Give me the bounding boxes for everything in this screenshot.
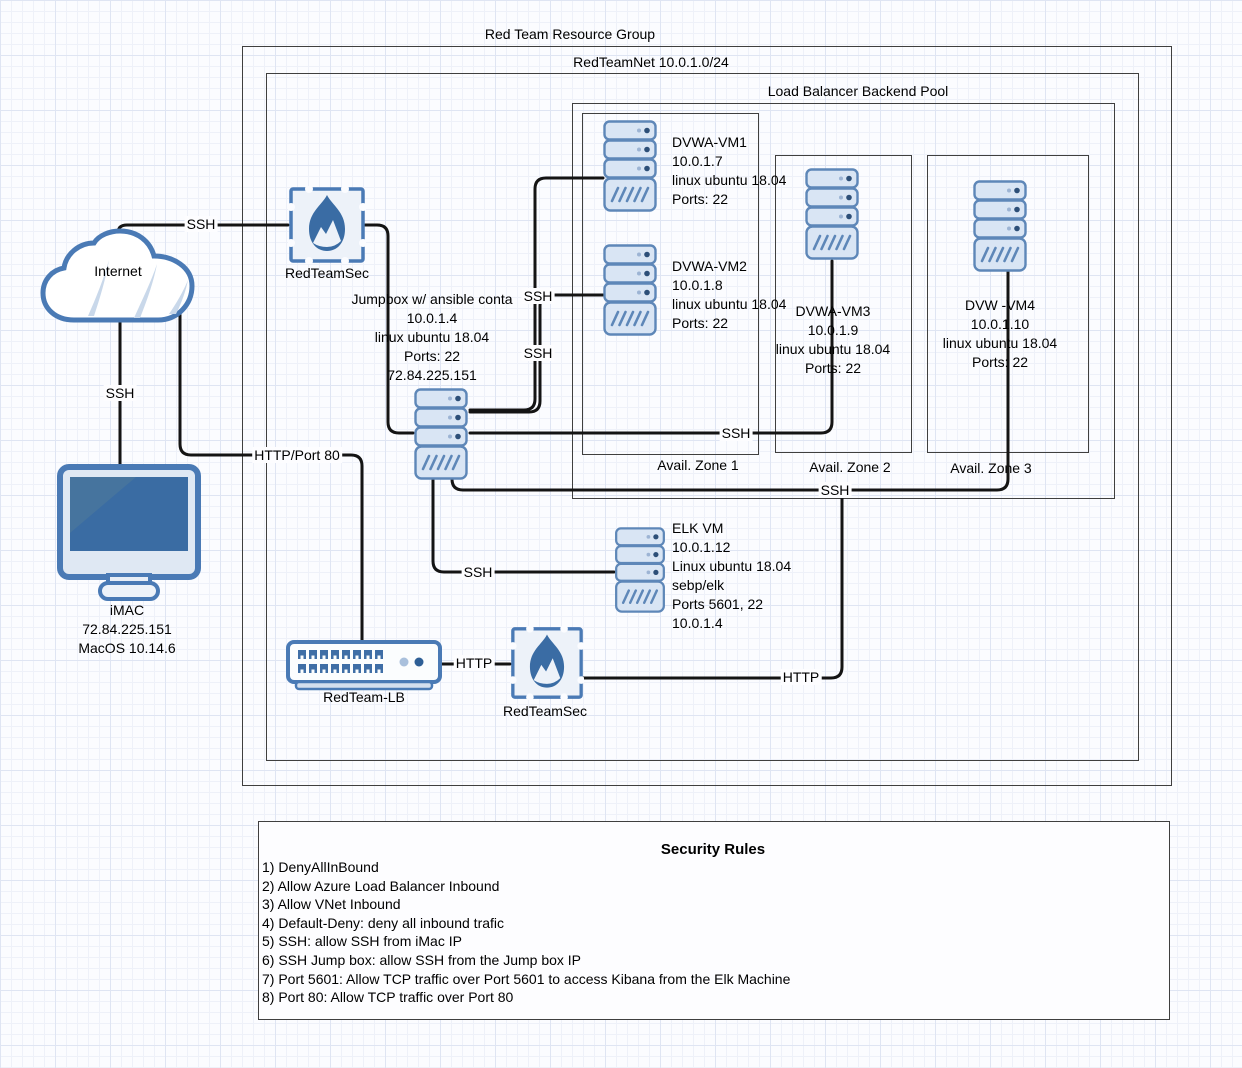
vm3-info: DVWA-VM3 10.0.1.9 linux ubuntu 18.04 Por… — [776, 302, 890, 378]
vm4-server-icon — [972, 180, 1028, 272]
jumpbox-ip: 10.0.1.4 — [406, 310, 458, 326]
vm4-name: DVW -VM4 — [965, 297, 1035, 313]
security-rule: 4) Default-Deny: deny all inbound trafic — [262, 914, 505, 931]
elk-server-icon — [614, 527, 666, 613]
elk-ports: Ports 5601, 22 — [672, 596, 764, 612]
edge-label-http-port80: HTTP/Port 80 — [252, 447, 342, 463]
jumpbox-public-ip: 72.84.225.151 — [387, 367, 477, 383]
vm3-server-icon — [804, 168, 860, 260]
vm4-ip: 10.0.1.10 — [970, 316, 1030, 332]
vm1-server-icon — [602, 120, 658, 212]
lb-pool-label: Load Balancer Backend Pool — [767, 83, 949, 99]
vnet-label: RedTeamNet 10.0.1.0/24 — [573, 54, 729, 70]
security-rules-title: Security Rules — [660, 841, 766, 858]
security-rule: 6) SSH Jump box: allow SSH from the Jump… — [262, 951, 582, 968]
security-rules-list: 1) DenyAllInBound 2) Allow Azure Load Ba… — [262, 858, 790, 1007]
security-rule: 5) SSH: allow SSH from iMac IP — [262, 933, 462, 950]
security-rule: 3) Allow VNet Inbound — [262, 896, 401, 913]
elk-ip: 10.0.1.12 — [672, 539, 731, 555]
security-rule: 7) Port 5601: Allow TCP traffic over Por… — [262, 970, 791, 987]
vm1-ip: 10.0.1.7 — [672, 153, 723, 169]
edge-label-ssh-jumpbox-vm4: SSH — [818, 482, 852, 498]
elk-os: Linux ubuntu 18.04 — [672, 558, 792, 574]
vm2-server-icon — [602, 244, 658, 336]
vm4-info: DVW -VM4 10.0.1.10 linux ubuntu 18.04 Po… — [943, 296, 1057, 372]
avail-zone1-label: Avail. Zone 1 — [657, 457, 739, 473]
vm2-ip: 10.0.1.8 — [672, 277, 723, 293]
load-balancer-icon — [286, 640, 442, 692]
firewall-top-label: RedTeamSec — [284, 265, 370, 281]
internet-cloud-icon — [36, 228, 200, 326]
vm1-os: linux ubuntu 18.04 — [672, 172, 787, 188]
elk-gateway: 10.0.1.4 — [672, 615, 723, 631]
load-balancer-label: RedTeam-LB — [323, 689, 405, 705]
vm1-ports: Ports: 22 — [672, 191, 729, 207]
avail-zone2-label: Avail. Zone 2 — [809, 459, 891, 475]
vm1-name: DVWA-VM1 — [672, 134, 747, 150]
vm4-os: linux ubuntu 18.04 — [942, 335, 1058, 351]
vm2-ports: Ports: 22 — [672, 315, 729, 331]
security-rule: 1) DenyAllInBound — [262, 859, 379, 875]
jumpbox-os: linux ubuntu 18.04 — [374, 329, 490, 345]
jumpbox-name: Jumpbox w/ ansible conta — [351, 291, 513, 307]
vm3-os: linux ubuntu 18.04 — [775, 341, 891, 357]
edge-label-ssh-internet-imac: SSH — [103, 385, 137, 401]
edge-label-ssh-internet-firewall: SSH — [184, 216, 218, 232]
edge-label-ssh-jumpbox-vm1: SSH — [521, 345, 555, 361]
edge-label-ssh-jumpbox-vm2: SSH — [521, 288, 555, 304]
jumpbox-ports: Ports: 22 — [403, 348, 461, 364]
jumpbox-server-icon — [412, 388, 470, 480]
firewall-bottom-label: RedTeamSec — [502, 703, 588, 719]
vm3-ip: 10.0.1.9 — [807, 322, 859, 338]
elk-info: ELK VM 10.0.1.12 Linux ubuntu 18.04 sebp… — [672, 519, 791, 633]
vm4-ports: Ports: 22 — [971, 354, 1029, 370]
edge-label-ssh-jumpbox-vm3: SSH — [719, 425, 753, 441]
imac-name: iMAC — [109, 602, 145, 618]
internet-label: Internet — [94, 263, 142, 279]
vm2-name: DVWA-VM2 — [672, 258, 747, 274]
resource-group-label: Red Team Resource Group — [484, 26, 656, 42]
imac-info: iMAC 72.84.225.151 MacOS 10.14.6 — [78, 601, 175, 658]
security-rules-box — [258, 821, 1170, 1020]
vm2-os: linux ubuntu 18.04 — [672, 296, 787, 312]
elk-name: ELK VM — [672, 520, 724, 536]
edge-label-http-lb-firewall: HTTP — [453, 655, 495, 671]
edge-label-http-firewall-backend: HTTP — [780, 669, 822, 685]
vm3-name: DVWA-VM3 — [795, 303, 871, 319]
imac-os: MacOS 10.14.6 — [78, 640, 176, 656]
security-rule: 8) Port 80: Allow TCP traffic over Port … — [262, 989, 514, 1006]
avail-zone3-label: Avail. Zone 3 — [950, 460, 1032, 476]
vm3-ports: Ports: 22 — [804, 360, 862, 376]
firewall-bottom-icon — [510, 626, 584, 700]
jumpbox-info: Jumpbox w/ ansible conta 10.0.1.4 linux … — [351, 290, 512, 385]
firewall-top-icon — [288, 186, 366, 264]
edge-label-ssh-jumpbox-elk: SSH — [461, 564, 495, 580]
elk-image: sebp/elk — [672, 577, 725, 593]
vm2-info: DVWA-VM2 10.0.1.8 linux ubuntu 18.04 Por… — [672, 257, 786, 333]
imac-icon — [56, 463, 202, 605]
vm1-info: DVWA-VM1 10.0.1.7 linux ubuntu 18.04 Por… — [672, 133, 786, 209]
security-rule: 2) Allow Azure Load Balancer Inbound — [262, 877, 500, 894]
imac-ip: 72.84.225.151 — [82, 621, 172, 637]
